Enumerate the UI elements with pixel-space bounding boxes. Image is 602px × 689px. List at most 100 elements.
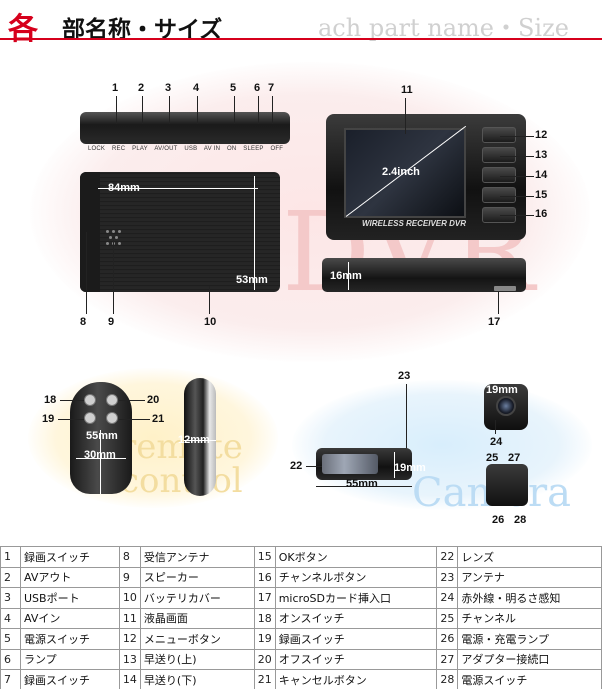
part-name-cell: メニューボタン xyxy=(139,628,255,650)
page-title-english: ach part name・Size xyxy=(318,14,569,42)
callout-line-19 xyxy=(58,419,84,420)
callout-line-4 xyxy=(197,96,198,124)
dim-camera-size: 19mm xyxy=(394,462,426,474)
part-name-cell: 電源スイッチ xyxy=(20,628,120,650)
callout-line-3 xyxy=(169,96,170,124)
part-name-cell: チャンネルボタン xyxy=(274,566,438,588)
receiver-side-view xyxy=(322,258,526,292)
part-name-cell: スピーカー xyxy=(139,566,255,588)
callout-28: 28 xyxy=(514,514,527,526)
part-name-cell: 赤外線・明るさ感知 xyxy=(457,587,602,609)
part-number-cell: 8 xyxy=(118,546,141,568)
part-name-cell: アンテナ xyxy=(457,566,602,588)
callout-15: 15 xyxy=(535,189,548,201)
part-number-cell: 14 xyxy=(118,669,141,689)
title-first-char: 各 xyxy=(8,12,38,47)
part-number-cell: 1 xyxy=(0,546,21,568)
callout-line-1 xyxy=(116,96,117,124)
remote-background-oval xyxy=(28,368,278,508)
strip-port-labels: LOCK REC PLAY AV/OUT USB AV IN ON SLEEP … xyxy=(88,146,288,152)
part-name-cell: オフスイッチ xyxy=(274,648,438,670)
callout-line-17 xyxy=(498,292,499,314)
receiver-logo: WIRELESS RECEIVER DVR xyxy=(362,219,467,228)
strip-label-usb: USB xyxy=(184,146,198,152)
callout-line-10 xyxy=(209,286,210,314)
dim-line-16 xyxy=(348,262,349,290)
part-name-cell: OKボタン xyxy=(274,546,438,568)
callout-16: 16 xyxy=(535,208,548,220)
part-number-cell: 27 xyxy=(436,648,459,670)
part-name-cell: 録画スイッチ xyxy=(20,669,120,689)
callout-6: 6 xyxy=(254,82,261,94)
callout-17: 17 xyxy=(488,316,501,328)
fast-forward-up-button xyxy=(482,147,516,163)
part-name-cell: 早送り(下) xyxy=(139,669,255,689)
part-number-cell: 3 xyxy=(0,587,21,609)
page-header: 各 部名称・サイズ ach part name・Size xyxy=(0,0,602,47)
part-number-cell: 18 xyxy=(253,607,276,629)
strip-label-off: OFF xyxy=(270,146,284,152)
callout-22: 22 xyxy=(290,460,303,472)
callout-25: 25 xyxy=(486,452,499,464)
callout-line-9 xyxy=(113,240,114,314)
callout-21: 21 xyxy=(152,413,165,425)
callout-line-16 xyxy=(500,215,534,216)
callout-line-6 xyxy=(258,96,259,124)
part-number-cell: 4 xyxy=(0,607,21,629)
part-number-cell: 6 xyxy=(0,648,21,670)
dim-body-height: 53mm xyxy=(236,274,268,286)
part-name-cell: オンスイッチ xyxy=(274,607,438,629)
remote-watermark-line1: remote xyxy=(120,427,243,467)
remote-on-button xyxy=(84,394,96,406)
part-name-cell: USBポート xyxy=(20,587,120,609)
callout-line-11 xyxy=(405,98,406,134)
callout-line-21 xyxy=(119,419,150,420)
part-number-cell: 11 xyxy=(118,607,141,629)
part-number-cell: 15 xyxy=(253,546,276,568)
part-name-cell: バッテリカバー xyxy=(139,587,255,609)
callout-12: 12 xyxy=(535,129,548,141)
dim-camera-top: 19mm xyxy=(486,384,518,396)
strip-label-sleep: SLEEP xyxy=(243,146,264,152)
part-name-cell: 電源スイッチ xyxy=(457,669,602,689)
callout-10: 10 xyxy=(204,316,217,328)
part-name-cell: microSDカード挿入口 xyxy=(274,587,438,609)
dim-remote-length: 55mm xyxy=(86,430,118,442)
callout-line-22 xyxy=(306,466,322,467)
part-name-cell: キャンセルボタン xyxy=(274,669,438,689)
callout-27: 27 xyxy=(508,452,521,464)
part-name-cell: ランプ xyxy=(20,648,120,670)
speaker-icon xyxy=(104,228,128,248)
part-number-cell: 5 xyxy=(0,628,21,650)
dim-line-55 xyxy=(100,430,101,494)
callout-26: 26 xyxy=(492,514,505,526)
dim-line-84 xyxy=(98,188,258,189)
callout-13: 13 xyxy=(535,149,548,161)
part-number-cell: 16 xyxy=(253,566,276,588)
part-name-cell: 液晶画面 xyxy=(139,607,255,629)
strip-label-avin: AV IN xyxy=(203,146,221,152)
header-rule xyxy=(0,38,602,40)
part-number-cell: 10 xyxy=(118,587,141,609)
callout-3: 3 xyxy=(165,82,172,94)
microsd-slot xyxy=(494,286,516,291)
remote-record-button xyxy=(84,412,96,424)
callout-11: 11 xyxy=(401,84,413,96)
callout-line-14 xyxy=(500,176,534,177)
callout-line-8 xyxy=(86,232,87,314)
camera-back-view xyxy=(486,464,528,506)
callout-24: 24 xyxy=(490,436,503,448)
callout-line-12 xyxy=(500,136,534,137)
part-name-cell: 受信アンテナ xyxy=(139,546,255,568)
part-name-cell: 電源・充電ランプ xyxy=(457,628,602,650)
part-number-cell: 21 xyxy=(253,669,276,689)
callout-18: 18 xyxy=(44,394,57,406)
part-number-cell: 12 xyxy=(118,628,141,650)
